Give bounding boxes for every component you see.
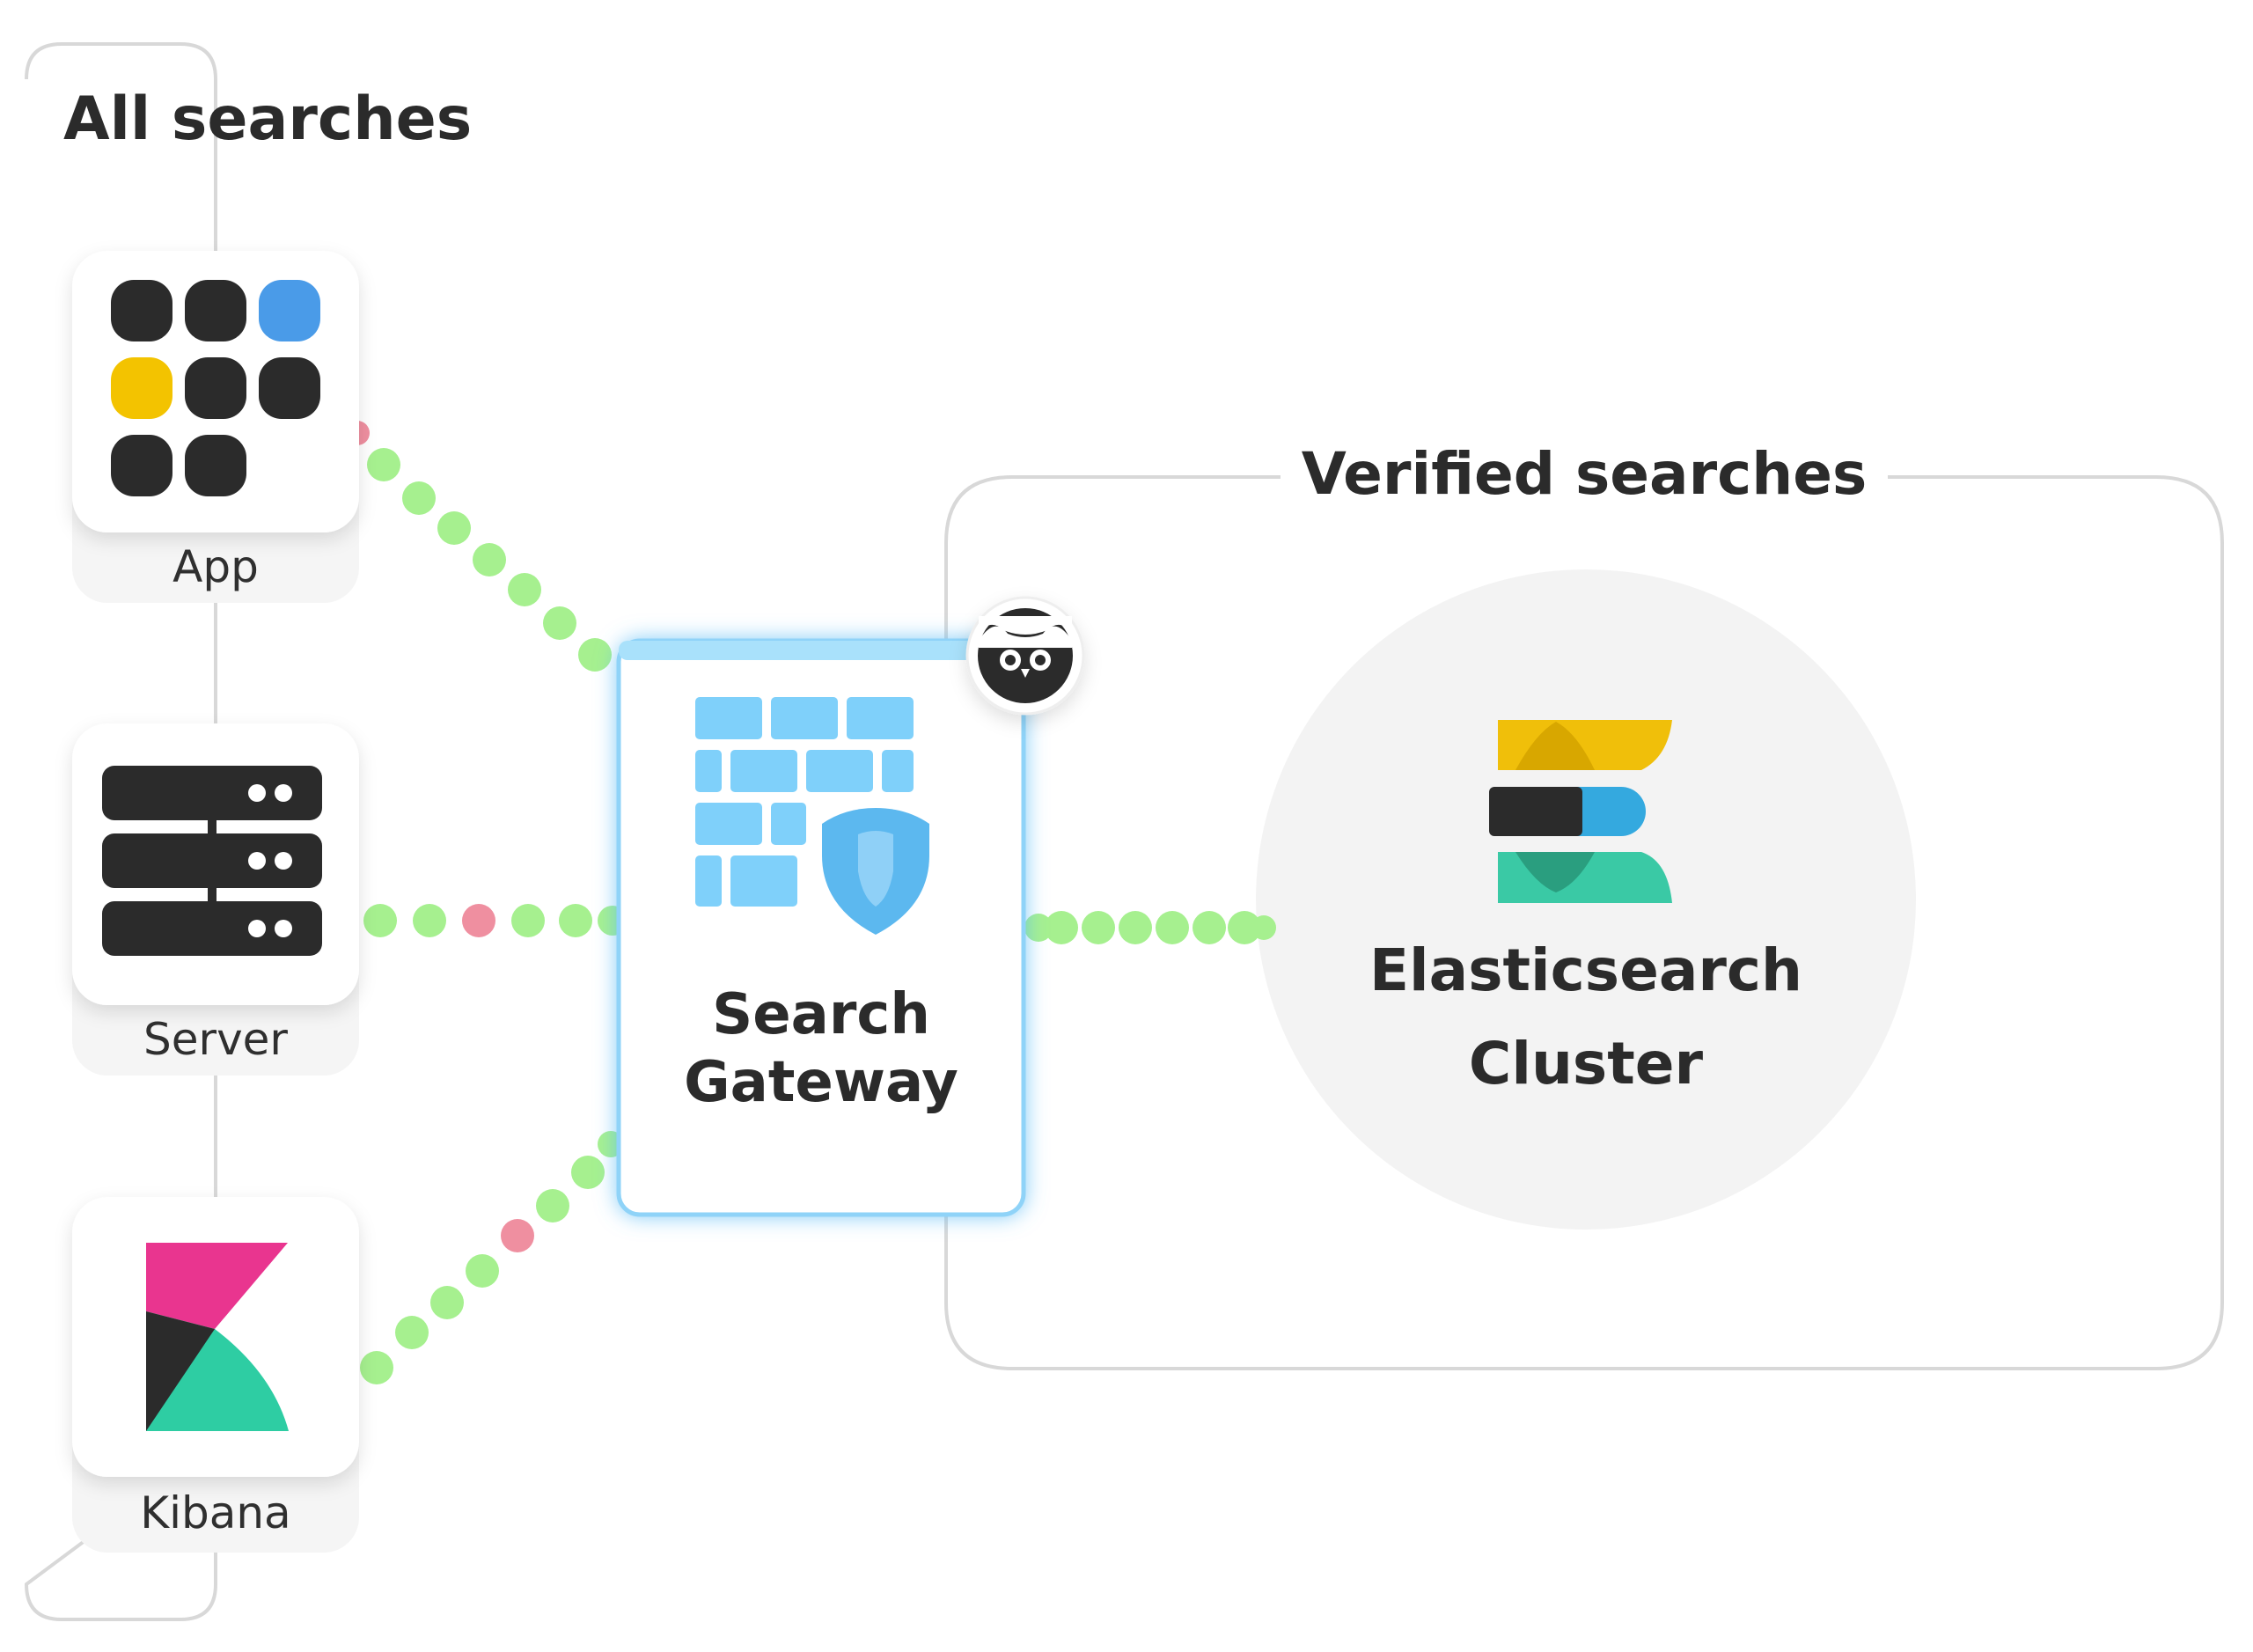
verified-searches-frame bbox=[944, 475, 2224, 1370]
cluster-title-line2: Cluster bbox=[1468, 1029, 1704, 1098]
connection-app-gateway bbox=[345, 421, 612, 672]
elasticsearch-logo-icon bbox=[1489, 720, 1672, 903]
cluster-title: Elasticsearch Cluster bbox=[1320, 924, 1852, 1110]
firewall-wall-icon bbox=[695, 697, 914, 907]
app-label: App bbox=[172, 541, 259, 592]
app-card[interactable] bbox=[72, 251, 359, 603]
server-card[interactable] bbox=[72, 723, 359, 1076]
kibana-card[interactable] bbox=[72, 1197, 359, 1553]
verified-searches-title: Verified searches bbox=[1281, 440, 1888, 508]
server-label: Server bbox=[143, 1014, 288, 1065]
app-grid-icon bbox=[111, 280, 320, 496]
gateway-title-line2: Gateway bbox=[684, 1049, 958, 1115]
server-rack-icon bbox=[102, 766, 322, 956]
connection-gateway-cluster bbox=[1024, 911, 1276, 944]
gateway-title: Search Gateway bbox=[619, 981, 1024, 1117]
shield-icon bbox=[814, 797, 937, 946]
connection-kibana-gateway bbox=[360, 1131, 624, 1384]
all-searches-title: All searches bbox=[63, 84, 473, 154]
connection-server-gateway bbox=[363, 904, 627, 937]
owl-badge-icon bbox=[965, 596, 1085, 716]
gateway-card[interactable] bbox=[616, 638, 1026, 1217]
all-searches-frame bbox=[24, 42, 217, 1621]
kibana-label: Kibana bbox=[140, 1487, 291, 1538]
gateway-title-line1: Search bbox=[712, 982, 930, 1047]
cluster-title-line1: Elasticsearch bbox=[1369, 936, 1803, 1004]
kibana-logo-icon bbox=[146, 1243, 289, 1431]
